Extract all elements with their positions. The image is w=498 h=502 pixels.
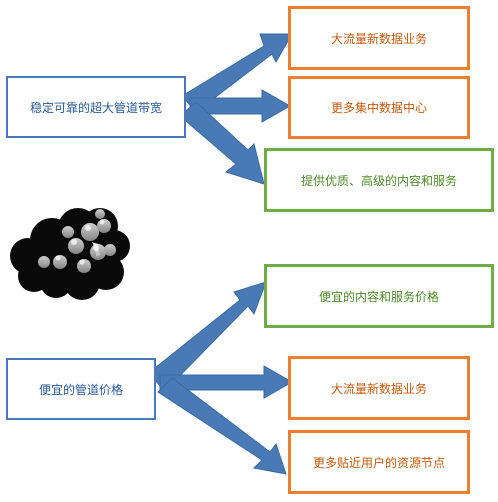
arrow-bottom-3 [157, 377, 287, 475]
arrow-top-3 [179, 101, 265, 185]
target-box-top-1: 大流量新数据业务 [288, 6, 470, 70]
target-box-top-3: 提供优质、高级的内容和服务 [264, 148, 494, 212]
top-arrows [179, 33, 293, 185]
source-box-top: 稳定可靠的超大管道带宽 [6, 76, 186, 138]
target-box-top-2: 更多集中数据中心 [288, 76, 470, 139]
source-box-bottom: 便宜的管道价格 [6, 358, 156, 420]
target-box-bottom-3: 更多贴近用户的资源节点 [288, 430, 470, 494]
cloud-icon [10, 208, 130, 300]
target-box-bottom-1: 便宜的内容和服务价格 [264, 264, 494, 328]
bottom-arrows [149, 281, 294, 475]
target-box-bottom-2: 大流量新数据业务 [288, 356, 470, 420]
